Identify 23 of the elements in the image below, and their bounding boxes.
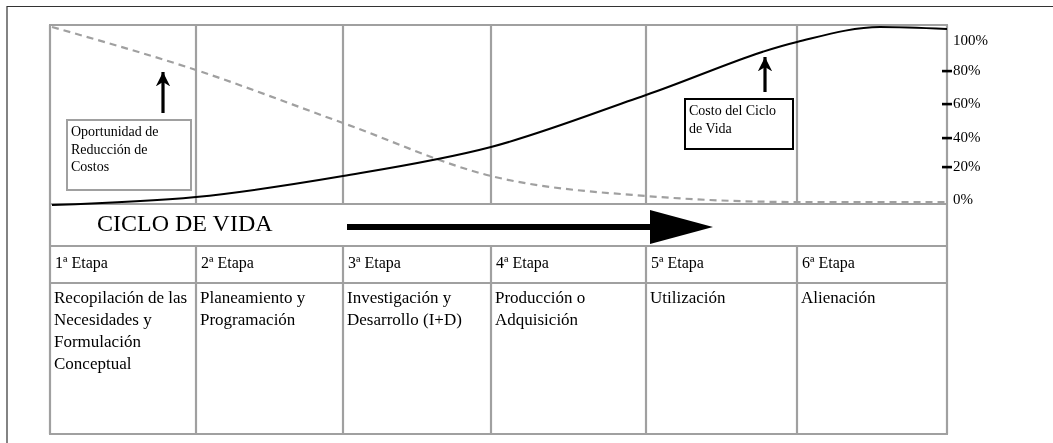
- leader-arrow: [757, 57, 773, 92]
- leader-arrow: [155, 72, 171, 113]
- stage-number: 3ª Etapa: [348, 253, 401, 273]
- axis-label: 0%: [953, 190, 973, 208]
- axis-label: 20%: [953, 157, 981, 175]
- stage-description: Producción o Adquisición: [495, 287, 587, 332]
- stage-number: 6ª Etapa: [802, 253, 855, 273]
- axis-label: 40%: [953, 128, 981, 146]
- callout-box: Costo del Ciclo de Vida: [684, 98, 794, 150]
- axis-label: 100%: [953, 31, 988, 49]
- axis-label: 80%: [953, 61, 981, 79]
- axis-label: 60%: [953, 94, 981, 112]
- stage-description: Planeamiento y Programación: [200, 287, 307, 332]
- stage-description: Utilización: [650, 287, 727, 309]
- stage-description: Investigación y Desarrollo (I+D): [347, 287, 463, 332]
- stage-description: Recopilación de las Necesidades y Formulación Conceptual: [54, 287, 189, 376]
- stage-description: Alienación: [801, 287, 877, 309]
- stage-number: 1ª Etapa: [55, 253, 108, 273]
- callout-box: Oportunidad de Reducción de Costos: [66, 119, 192, 191]
- stage-number: 5ª Etapa: [651, 253, 704, 273]
- stage-number: 2ª Etapa: [201, 253, 254, 273]
- banner-title: CICLO DE VIDA: [97, 209, 273, 238]
- stage-number: 4ª Etapa: [496, 253, 549, 273]
